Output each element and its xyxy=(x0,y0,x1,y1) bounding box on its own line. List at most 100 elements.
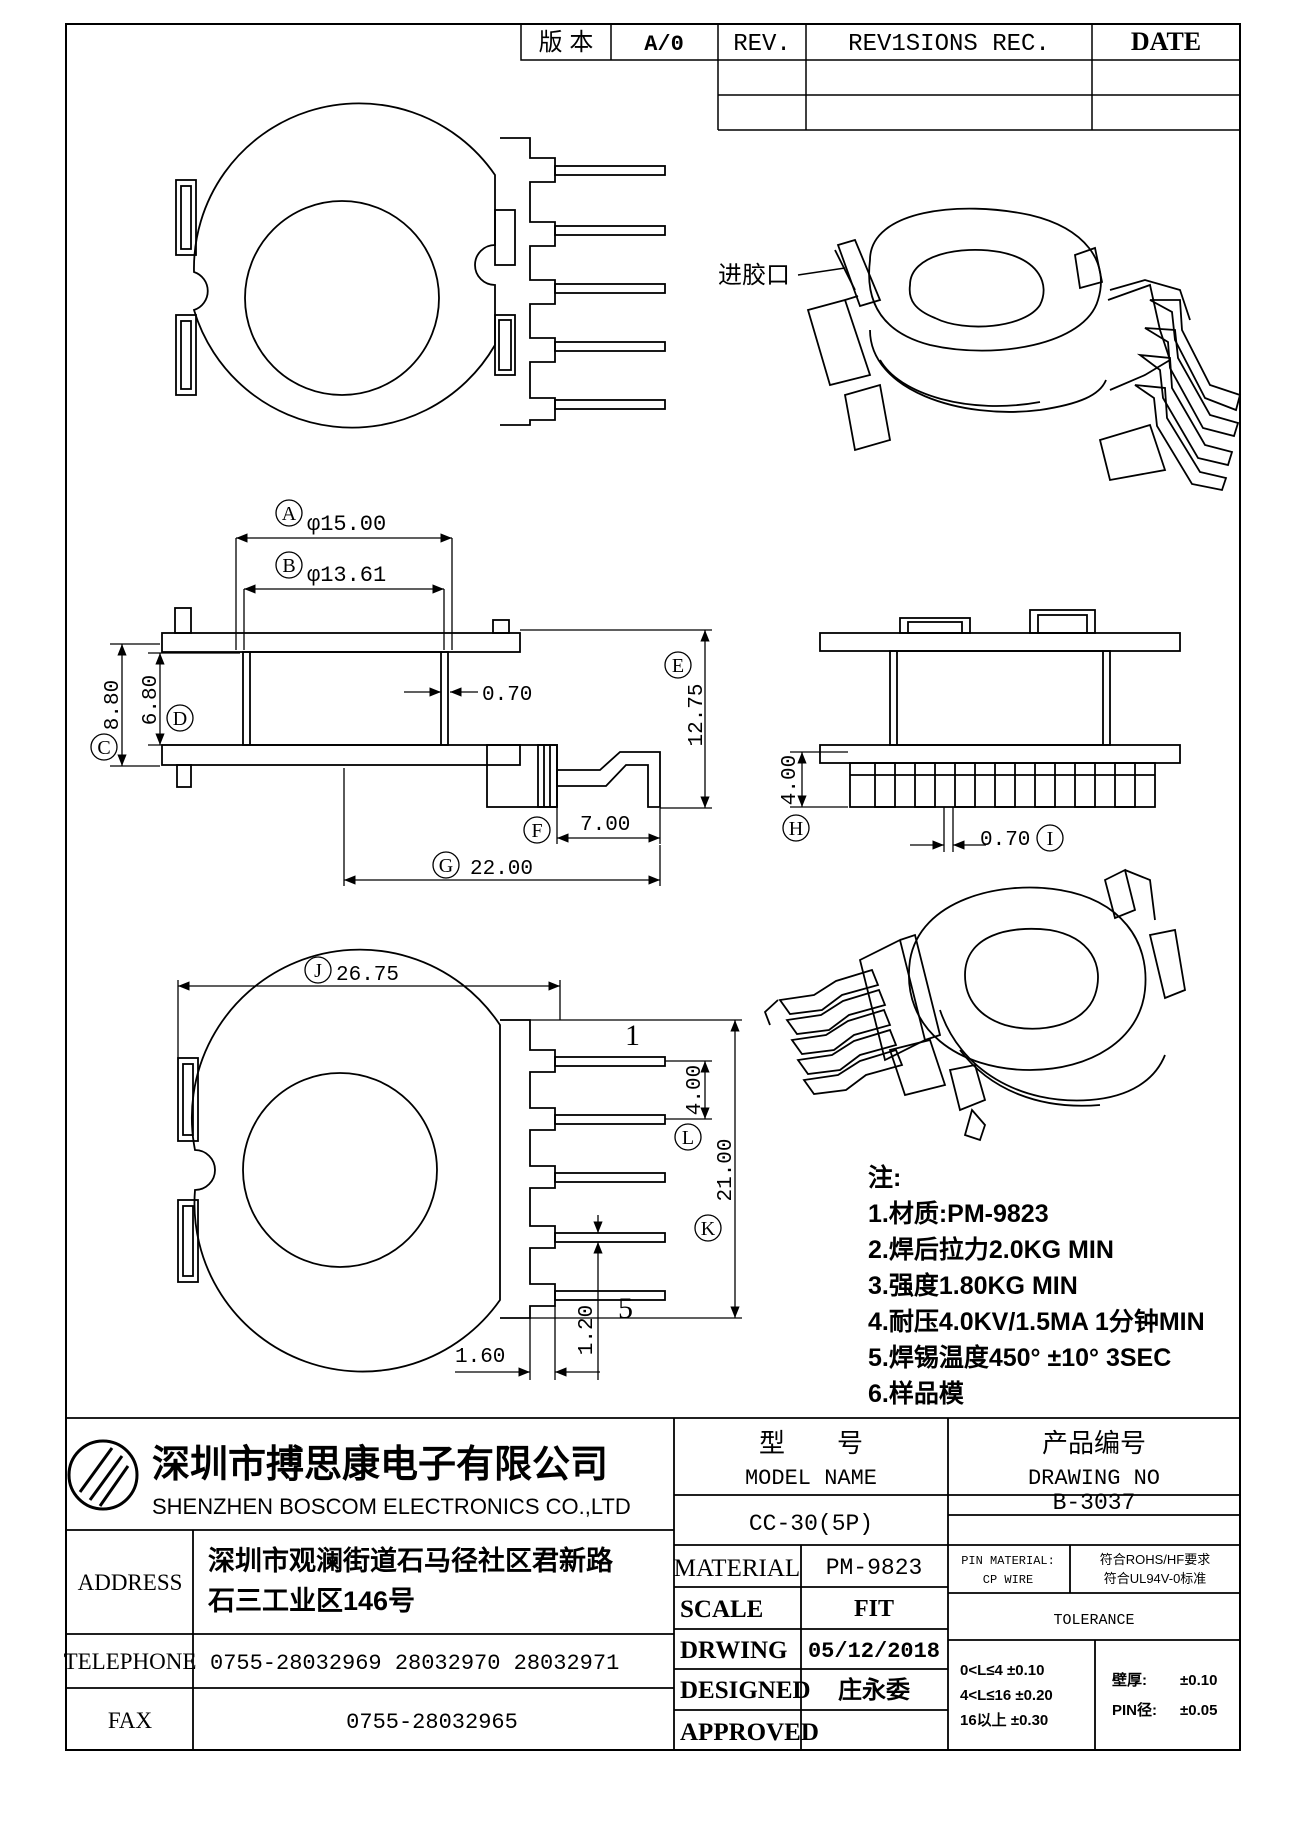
callout-a-circle xyxy=(275,499,303,527)
scale-label: SCALE xyxy=(680,1596,763,1623)
callout-g-letter: G xyxy=(439,855,453,877)
callout-l-letter: L xyxy=(682,1127,694,1149)
notes-title: 注: xyxy=(868,1163,901,1192)
bobbin-side-view xyxy=(161,607,661,808)
dim-a-value: φ15.00 xyxy=(307,512,386,537)
cp-wire-label: CP WIRE xyxy=(983,1573,1033,1587)
callout-j-letter: J xyxy=(314,960,322,982)
cp-wire-value: 符合UL94V-0标准 xyxy=(1104,1571,1207,1586)
note-item-6: 6.样品模 xyxy=(868,1379,965,1408)
version-label: 版 本 xyxy=(539,29,594,56)
pin-dia-tolerance-label: PIN径: xyxy=(1112,1701,1157,1719)
dim-c-value: 8.80 xyxy=(102,680,125,730)
callout-f-letter: F xyxy=(531,820,542,842)
wall-tolerance-value: ±0.10 xyxy=(1180,1672,1217,1689)
callout-c-letter: C xyxy=(97,737,110,759)
dim-offset-value: 1.60 xyxy=(455,1346,505,1369)
material-value: PM-9823 xyxy=(826,1555,923,1581)
callout-f-circle xyxy=(523,816,551,844)
drawing-label-cn: 产品编号 xyxy=(1042,1428,1146,1458)
callout-c-circle xyxy=(90,733,118,761)
records-label: REV1SIONS REC. xyxy=(848,31,1050,58)
callout-d-circle xyxy=(166,704,194,732)
tolerance-row-3: 16以上 ±0.30 xyxy=(960,1712,1048,1729)
dim-k-value: 21.00 xyxy=(715,1138,738,1201)
model-value: CC-30(5P) xyxy=(749,1511,873,1537)
bobbin-iso-view-bottom xyxy=(763,868,1187,1142)
date-label: DATE xyxy=(1131,27,1201,56)
designed-value: 庄永委 xyxy=(838,1676,910,1704)
drawing-value: B-3037 xyxy=(1053,1490,1136,1516)
callout-b-letter: B xyxy=(282,555,295,577)
callout-h-circle xyxy=(782,814,810,842)
callout-g-circle xyxy=(432,851,460,879)
wall-tolerance-label: 壁厚: xyxy=(1112,1671,1147,1689)
tolerance-label: TOLERANCE xyxy=(1053,1612,1134,1629)
note-item-5: 5.焊锡温度450° ±10° 3SEC xyxy=(868,1343,1171,1372)
company-logo xyxy=(67,1439,139,1511)
address-label: ADDRESS xyxy=(78,1570,183,1595)
company-name-en: SHENZHEN BOSCOM ELECTRONICS CO.,LTD xyxy=(152,1494,631,1519)
approved-label: APPROVED xyxy=(680,1719,819,1746)
address-line-2: 石三工业区146号 xyxy=(207,1586,415,1616)
note-item-1: 1.材质:PM-9823 xyxy=(868,1200,1049,1228)
pin-5-label: 5 xyxy=(618,1292,633,1325)
dim-pin-dia-value: 1.20 xyxy=(576,1305,599,1355)
tolerance-row-2: 4<L≤16 ±0.20 xyxy=(960,1687,1053,1704)
inlet-label: 进胶口 xyxy=(718,262,790,289)
callout-e-letter: E xyxy=(672,655,684,677)
note-item-3: 3.强度1.80KG MIN xyxy=(868,1271,1078,1300)
dim-d-value: 6.80 xyxy=(140,675,163,725)
front-view-dimensions xyxy=(790,751,986,852)
callout-a-letter: A xyxy=(282,503,297,525)
pin-dia-tolerance-value: ±0.05 xyxy=(1180,1702,1217,1719)
bobbin-top-view xyxy=(175,102,666,429)
title-block-grid xyxy=(66,1417,1240,1750)
note-item-2: 2.焊后拉力2.0KG MIN xyxy=(868,1235,1114,1264)
dim-l-value: 4.00 xyxy=(684,1065,707,1115)
address-line-1: 深圳市观澜街道石马径社区君新路 xyxy=(208,1545,614,1576)
telephone-label: TELEPHONE xyxy=(64,1649,197,1674)
rev-label: REV. xyxy=(733,31,791,58)
company-name-cn: 深圳市搏思康电子有限公司 xyxy=(152,1443,608,1486)
designed-label: DESIGNED xyxy=(680,1677,811,1704)
dim-wall-value: 0.70 xyxy=(482,684,532,707)
scale-value: FIT xyxy=(854,1596,894,1622)
callout-b-circle xyxy=(275,551,303,579)
bobbin-iso-view-top xyxy=(806,207,1242,492)
pin-material-value: 符合ROHS/HF要求 xyxy=(1100,1552,1211,1567)
dim-i-value: 0.70 xyxy=(980,829,1030,852)
callout-d-letter: D xyxy=(173,708,187,730)
telephone-value: 0755-28032969 28032970 28032971 xyxy=(210,1651,619,1676)
dim-h-value: 4.00 xyxy=(779,755,802,805)
fax-value: 0755-28032965 xyxy=(346,1710,518,1735)
revision-block xyxy=(520,23,1241,131)
dim-b-value: φ13.61 xyxy=(307,563,386,588)
dim-g-value: 22.00 xyxy=(470,858,533,881)
pin-1-label: 1 xyxy=(625,1019,640,1052)
side-view-dimensions xyxy=(110,533,712,886)
drawing-date-label: DRWING xyxy=(680,1637,787,1664)
callout-i-letter: I xyxy=(1047,828,1054,850)
note-item-4: 4.耐压4.0KV/1.5MA 1分钟MIN xyxy=(868,1308,1205,1336)
callout-k-circle xyxy=(694,1214,722,1242)
inlet-leader xyxy=(797,267,846,276)
callout-h-letter: H xyxy=(789,818,803,840)
model-label-cn: 型 号 xyxy=(759,1428,863,1458)
fax-label: FAX xyxy=(108,1708,153,1733)
callout-i-circle xyxy=(1036,824,1064,852)
dim-j-value: 26.75 xyxy=(336,964,399,987)
dim-f-value: 7.00 xyxy=(580,814,630,837)
bobbin-front-view xyxy=(819,609,1181,808)
drawing-date-value: 05/12/2018 xyxy=(808,1639,940,1664)
callout-j-circle xyxy=(304,956,332,984)
drawing-label-en: DRAWING NO xyxy=(1028,1466,1160,1491)
tolerance-row-1: 0<L≤4 ±0.10 xyxy=(960,1662,1044,1679)
pin-material-label: PIN MATERIAL: xyxy=(961,1554,1055,1568)
callout-k-letter: K xyxy=(701,1218,716,1240)
pin-view-dimensions xyxy=(177,980,742,1380)
version-value: A/0 xyxy=(644,32,684,57)
callout-l-circle xyxy=(674,1123,702,1151)
model-label-en: MODEL NAME xyxy=(745,1466,877,1491)
